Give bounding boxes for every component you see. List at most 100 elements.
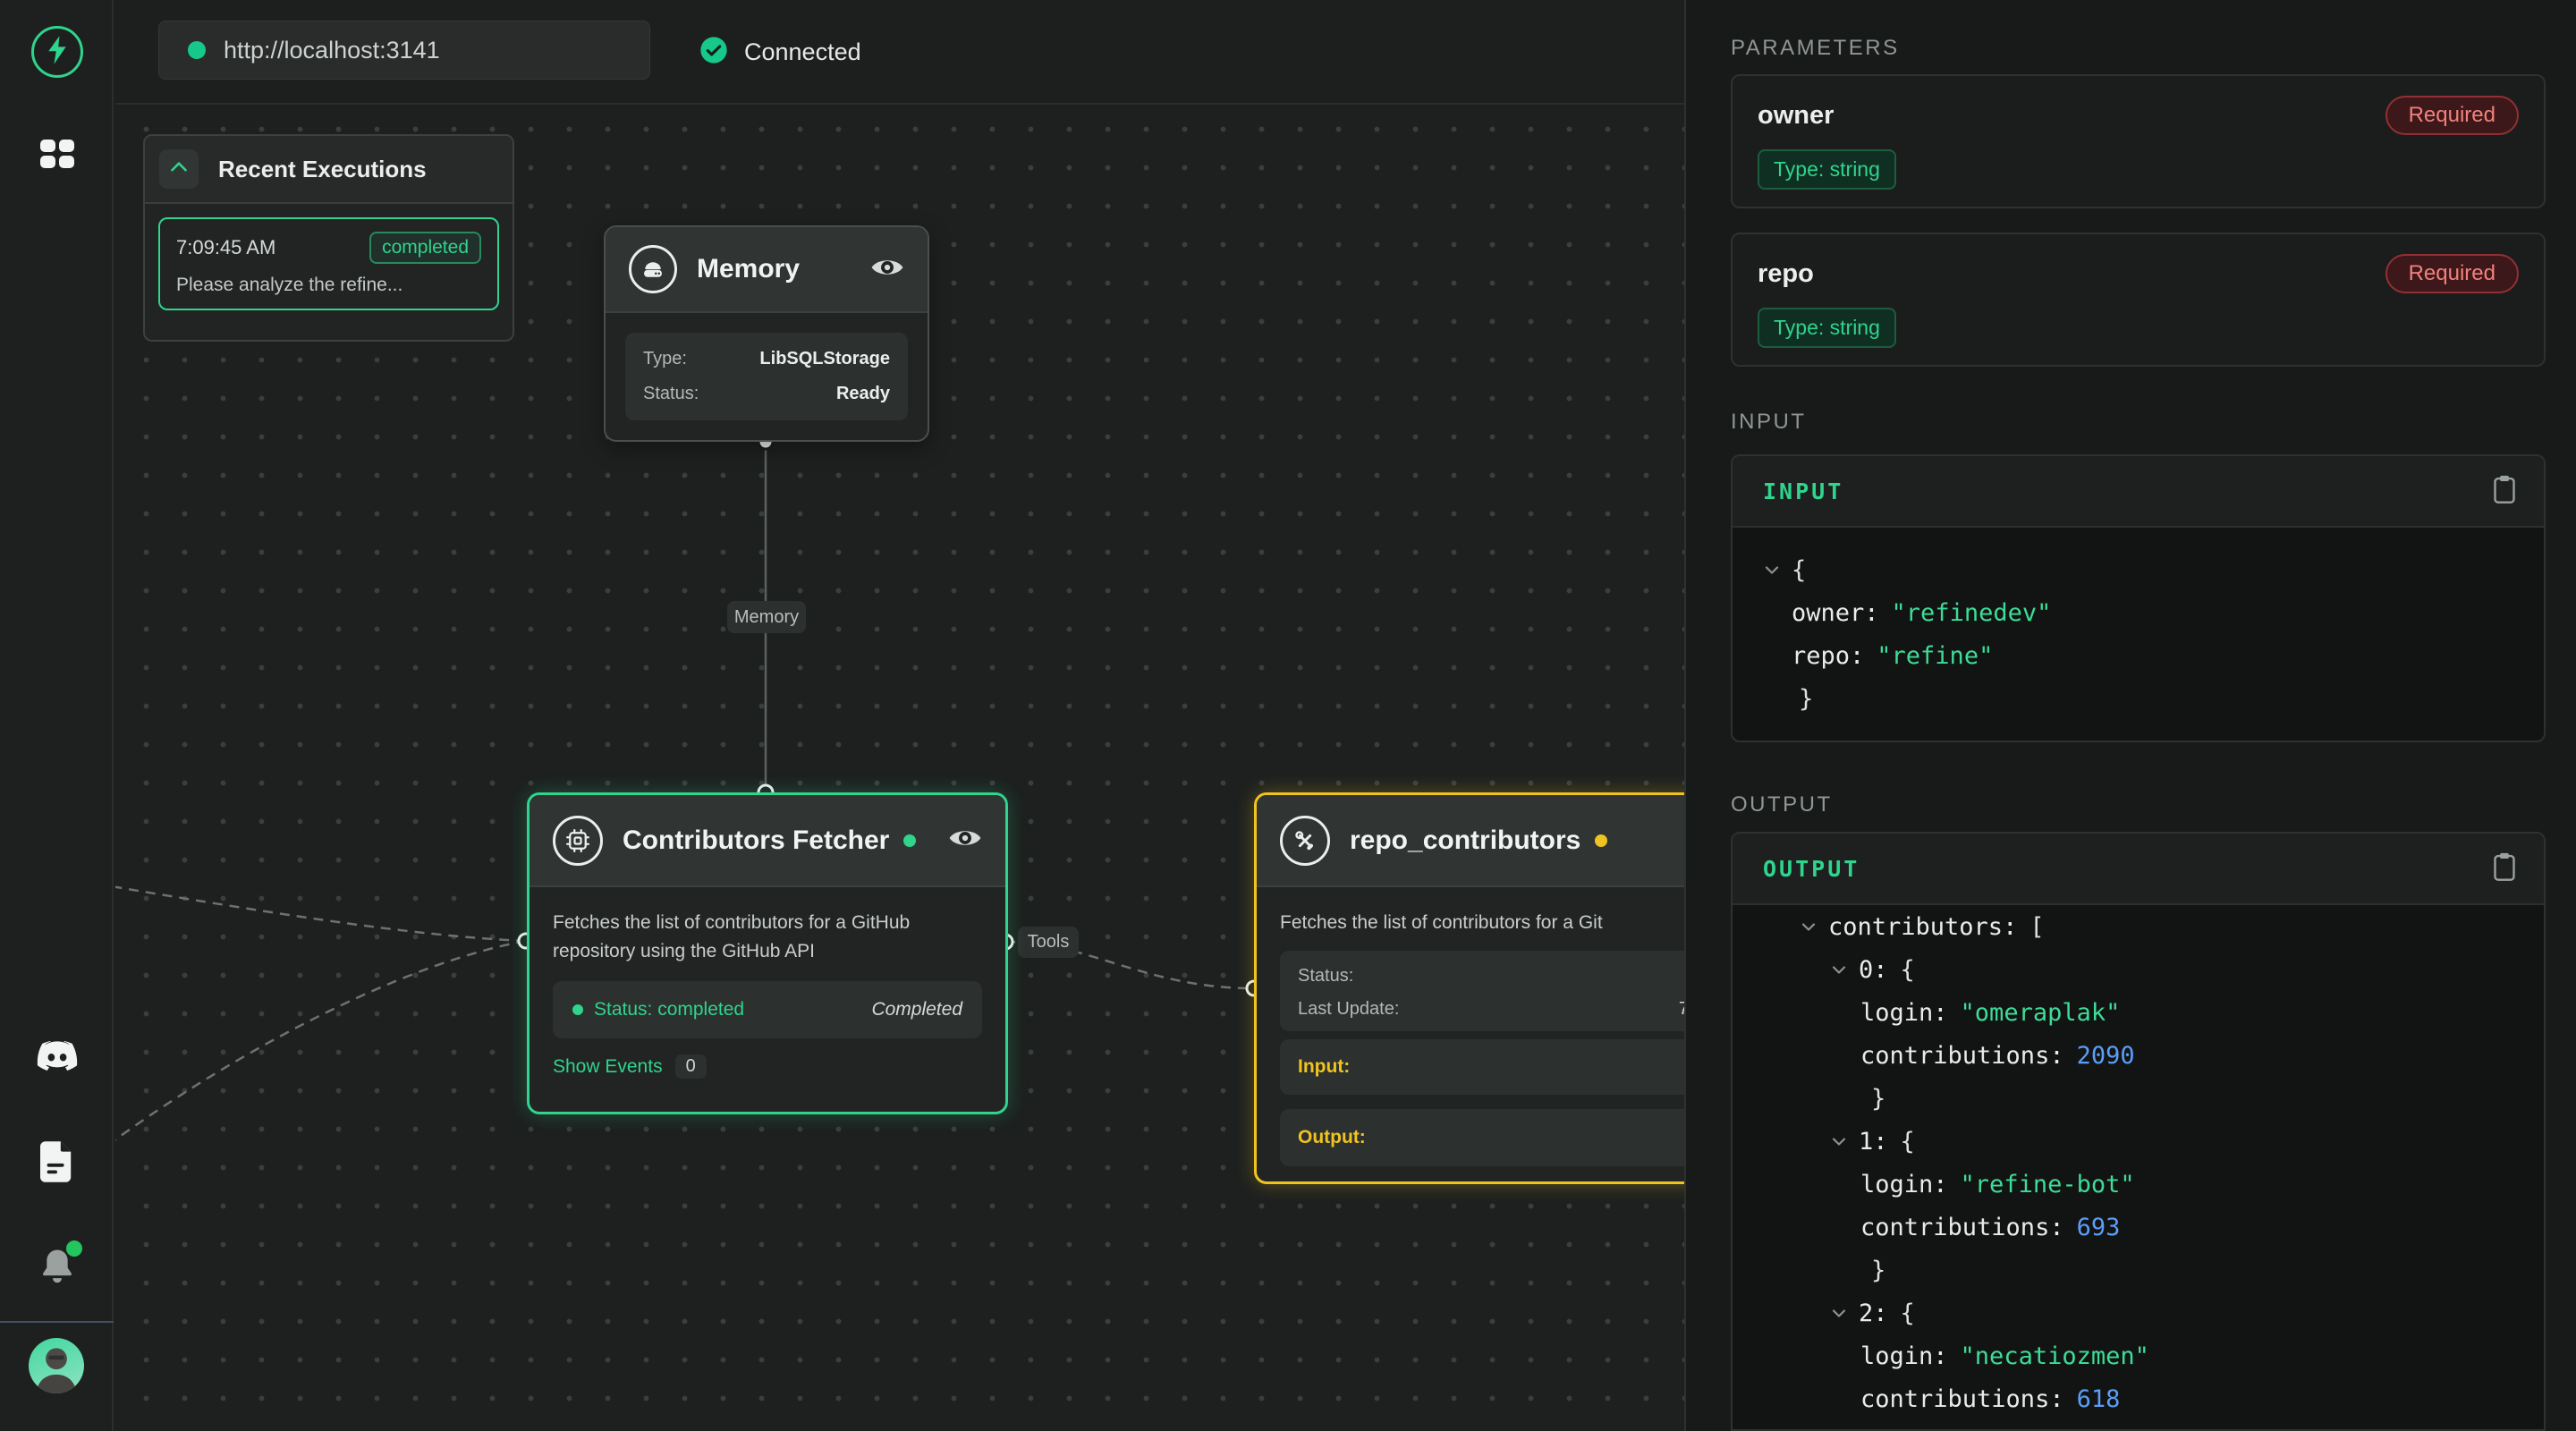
show-events-link[interactable]: Show Events — [553, 1055, 663, 1077]
recent-executions-panel: Recent Executions 7:09:45 AM completed P… — [143, 134, 514, 342]
chevron-up-icon — [167, 156, 191, 183]
eye-icon[interactable] — [870, 255, 904, 284]
json-key: login: — [1860, 1342, 1948, 1370]
repo-contributors-description: Fetches the list of contributors for a G… — [1280, 912, 1603, 933]
contributors-fetcher-description: Fetches the list of contributors for a G… — [553, 912, 911, 961]
memory-type-label: Type: — [643, 349, 687, 368]
memory-node-title: Memory — [697, 254, 801, 284]
repo-contributors-node[interactable]: repo_contributors Fetches the list of co… — [1254, 792, 1684, 1184]
apps-grid-icon[interactable] — [40, 140, 74, 168]
server-url-input[interactable]: http://localhost:3141 — [158, 21, 650, 80]
repo-contributors-header: repo_contributors — [1257, 795, 1684, 887]
check-circle-icon — [699, 36, 728, 69]
eye-icon[interactable] — [948, 826, 982, 855]
topbar: http://localhost:3141 Connected — [115, 0, 1684, 105]
output-card: OUTPUT contributors: [ 0: { login: "omerapl… — [1731, 832, 2546, 1431]
json-key: 0: — [1859, 955, 1888, 984]
json-brace: } — [1871, 1428, 1885, 1430]
input-heading: INPUT — [1731, 410, 1807, 434]
contributors-fetcher-header: Contributors Fetcher — [530, 795, 1005, 887]
json-string-value: "necatiozmen" — [1960, 1342, 2149, 1370]
connection-status-label: Connected — [744, 38, 861, 65]
type-badge: Type: string — [1758, 149, 1896, 190]
storage-icon — [629, 245, 677, 293]
type-badge: Type: string — [1758, 308, 1896, 348]
json-brace: } — [1871, 1084, 1886, 1113]
tools-edge-label: Tools — [1018, 927, 1079, 958]
fetcher-status-card: Status: completed Completed — [553, 981, 982, 1038]
json-key: 2: — [1859, 1299, 1888, 1327]
execution-status-badge: completed — [369, 232, 481, 264]
json-string-value: "refine" — [1877, 641, 1994, 670]
contributors-fetcher-title: Contributors Fetcher — [623, 825, 890, 855]
tool-status-card: Status: Last Update: 7 — [1280, 951, 1684, 1031]
contributors-fetcher-node[interactable]: Contributors Fetcher Fetches the list of… — [527, 792, 1008, 1114]
copy-icon[interactable] — [2492, 474, 2517, 509]
fetcher-status-value: Completed — [871, 999, 962, 1020]
memory-node-header: Memory — [606, 227, 928, 313]
input-card: INPUT { owner: "refinedev" repo: "refine" … — [1731, 454, 2546, 742]
json-brace: { — [1900, 1299, 1915, 1327]
events-count-badge: 0 — [674, 1054, 707, 1079]
lightning-icon — [44, 35, 71, 70]
tool-output-label: Output: — [1298, 1127, 1366, 1147]
param-card-repo: repo Required Type: string — [1731, 233, 2546, 367]
input-card-header: INPUT — [1733, 456, 2544, 528]
execution-time: 7:09:45 AM — [176, 236, 276, 258]
json-brace: } — [1799, 684, 1814, 713]
chevron-down-icon[interactable] — [1828, 1130, 1859, 1152]
notifications-bell-icon[interactable] — [0, 1247, 114, 1284]
execution-message: Please analyze the refine... — [176, 275, 403, 295]
tool-output-card[interactable]: Output: — [1280, 1109, 1684, 1166]
json-key: owner: — [1792, 598, 1879, 627]
recent-executions-header: Recent Executions — [145, 136, 513, 204]
json-key: login: — [1860, 1170, 1948, 1198]
json-brace: { — [1900, 1127, 1915, 1156]
json-string-value: "omeraplak" — [1960, 998, 2121, 1027]
user-avatar[interactable] — [29, 1338, 84, 1393]
repo-contributors-title: repo_contributors — [1350, 825, 1581, 855]
json-number-value: 618 — [2076, 1384, 2121, 1413]
output-card-header: OUTPUT — [1733, 834, 2544, 905]
memory-node-info-card: Type: LibSQLStorage Status: Ready — [625, 333, 908, 420]
fetcher-status-text: Status: completed — [594, 999, 745, 1020]
required-badge: Required — [2385, 254, 2519, 293]
json-key: contributions: — [1860, 1041, 2064, 1070]
docs-icon[interactable] — [0, 1141, 114, 1182]
json-brace: } — [1871, 1256, 1886, 1284]
workflow-canvas[interactable]: Memory Tools Recent Executions 7:09:45 A… — [115, 106, 1684, 1431]
server-status-dot — [188, 41, 206, 59]
app-logo[interactable] — [31, 26, 83, 78]
json-brace: { — [1900, 955, 1915, 984]
tool-status-label: Status: — [1298, 966, 1354, 986]
chevron-down-icon[interactable] — [1828, 959, 1859, 980]
details-panel: PARAMETERS owner Required Type: string r… — [1684, 0, 2576, 1431]
chevron-down-icon[interactable] — [1798, 916, 1828, 937]
memory-node[interactable]: Memory Type: LibSQLStorage St — [604, 225, 929, 442]
input-json-tree[interactable]: { owner: "refinedev" repo: "refine" } — [1733, 528, 2544, 720]
memory-type-value: LibSQLStorage — [759, 349, 890, 368]
execution-item[interactable]: 7:09:45 AM completed Please analyze the … — [158, 217, 499, 310]
collapse-button[interactable] — [159, 149, 199, 189]
memory-edge-label: Memory — [727, 601, 806, 633]
green-status-dot — [903, 834, 917, 847]
tool-input-label: Input: — [1298, 1056, 1351, 1077]
json-string-value: "refinedev" — [1891, 598, 2052, 627]
output-json-tree[interactable]: contributors: [ 0: { login: "omeraplak" con… — [1733, 905, 2544, 1430]
discord-icon[interactable] — [0, 1041, 114, 1075]
json-key: repo: — [1792, 641, 1865, 670]
json-bracket: [ — [2029, 912, 2045, 941]
param-name: repo — [1758, 258, 1814, 288]
memory-status-label: Status: — [643, 384, 699, 403]
chevron-down-icon[interactable] — [1828, 1302, 1859, 1324]
json-key: contributors: — [1828, 912, 2018, 941]
parameters-heading: PARAMETERS — [1731, 36, 1900, 60]
chevron-down-icon[interactable] — [1761, 559, 1792, 580]
json-brace: { — [1792, 555, 1807, 584]
json-key: contributions: — [1860, 1384, 2064, 1413]
tool-last-update-label: Last Update: — [1298, 999, 1400, 1019]
json-key: 1: — [1859, 1127, 1888, 1156]
tool-input-card[interactable]: Input: — [1280, 1039, 1684, 1095]
copy-icon[interactable] — [2492, 851, 2517, 886]
